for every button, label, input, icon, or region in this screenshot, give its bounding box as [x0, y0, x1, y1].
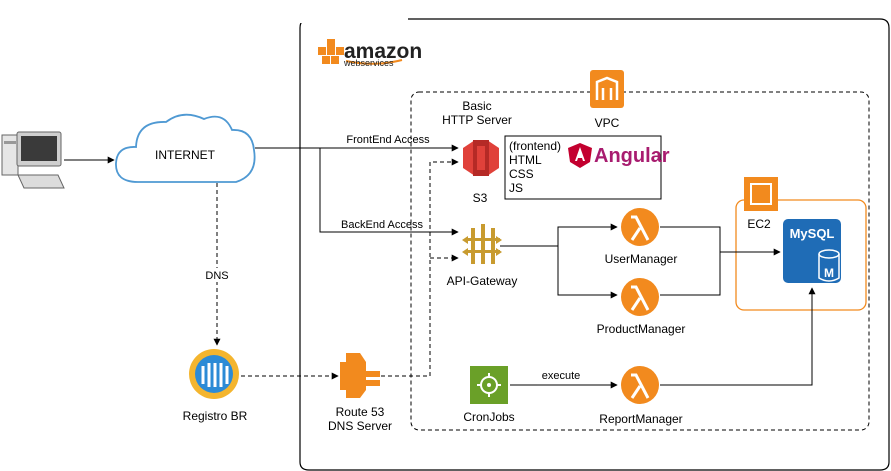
s3-label: S3 [473, 191, 488, 205]
route53-icon [340, 353, 380, 398]
edge-api-lambdas [500, 223, 618, 247]
aws-logo: amazon webservices [318, 39, 422, 68]
s3-icon [463, 140, 499, 176]
s3-title-1: Basic [462, 99, 491, 113]
lambda-icon-product [621, 278, 659, 316]
s3-content-js: JS [509, 181, 523, 195]
s3-content-frontend: (frontend) [509, 139, 561, 153]
api-gateway-icon [462, 224, 502, 264]
internet-label: INTERNET [155, 148, 216, 162]
edge-frontend-label: FrontEnd Access [346, 134, 430, 146]
angular-wordmark: Angular [594, 145, 670, 167]
ec2-label: EC2 [747, 217, 771, 231]
ec2-icon [744, 177, 778, 211]
aws-wordmark: amazon [344, 40, 422, 63]
edge-api-product [557, 246, 618, 299]
aws-cubes-icon [318, 39, 344, 64]
registro-label: Registro BR [183, 409, 248, 423]
ec2-boundary [735, 199, 867, 311]
edge-dns-label: DNS [205, 270, 228, 282]
edge-product-mysql [660, 252, 721, 296]
lambda-icon-report [621, 366, 659, 404]
mysql-icon: MySQL M [783, 219, 841, 283]
aws-subtitle: webservices [343, 58, 394, 68]
registro-br-icon [189, 349, 239, 399]
route53-label-2: DNS Server [328, 419, 392, 433]
edge-backend-label: BackEnd Access [341, 219, 423, 231]
angular-icon: Angular [568, 143, 670, 168]
product-manager-label: ProductManager [597, 322, 686, 336]
vpc-boundary [410, 91, 870, 431]
computer-icon [1, 131, 65, 189]
edge-execute-label: execute [542, 370, 581, 382]
vpc-label: VPC [595, 116, 620, 130]
vpc-icon [590, 70, 624, 108]
user-manager-label: UserManager [605, 252, 678, 266]
svg-text:MySQL: MySQL [790, 226, 835, 241]
cloud-icon [115, 113, 256, 183]
edge-route53-s3 [381, 158, 459, 377]
cronjobs-label: CronJobs [463, 410, 514, 424]
edge-report-mysql [660, 287, 816, 386]
svg-text:M: M [824, 266, 834, 280]
cronjobs-icon [470, 366, 508, 404]
edge-user-mysql [660, 226, 781, 256]
aws-cloud-boundary [299, 18, 890, 471]
s3-content-html: HTML [509, 153, 542, 167]
apigw-label: API-Gateway [447, 274, 518, 288]
lambda-icon-user [621, 208, 659, 246]
route53-label-1: Route 53 [336, 405, 385, 419]
edge-backend-access [319, 148, 459, 236]
s3-content-css: CSS [509, 167, 534, 181]
report-manager-label: ReportManager [599, 412, 682, 426]
s3-title-2: HTTP Server [442, 113, 512, 127]
